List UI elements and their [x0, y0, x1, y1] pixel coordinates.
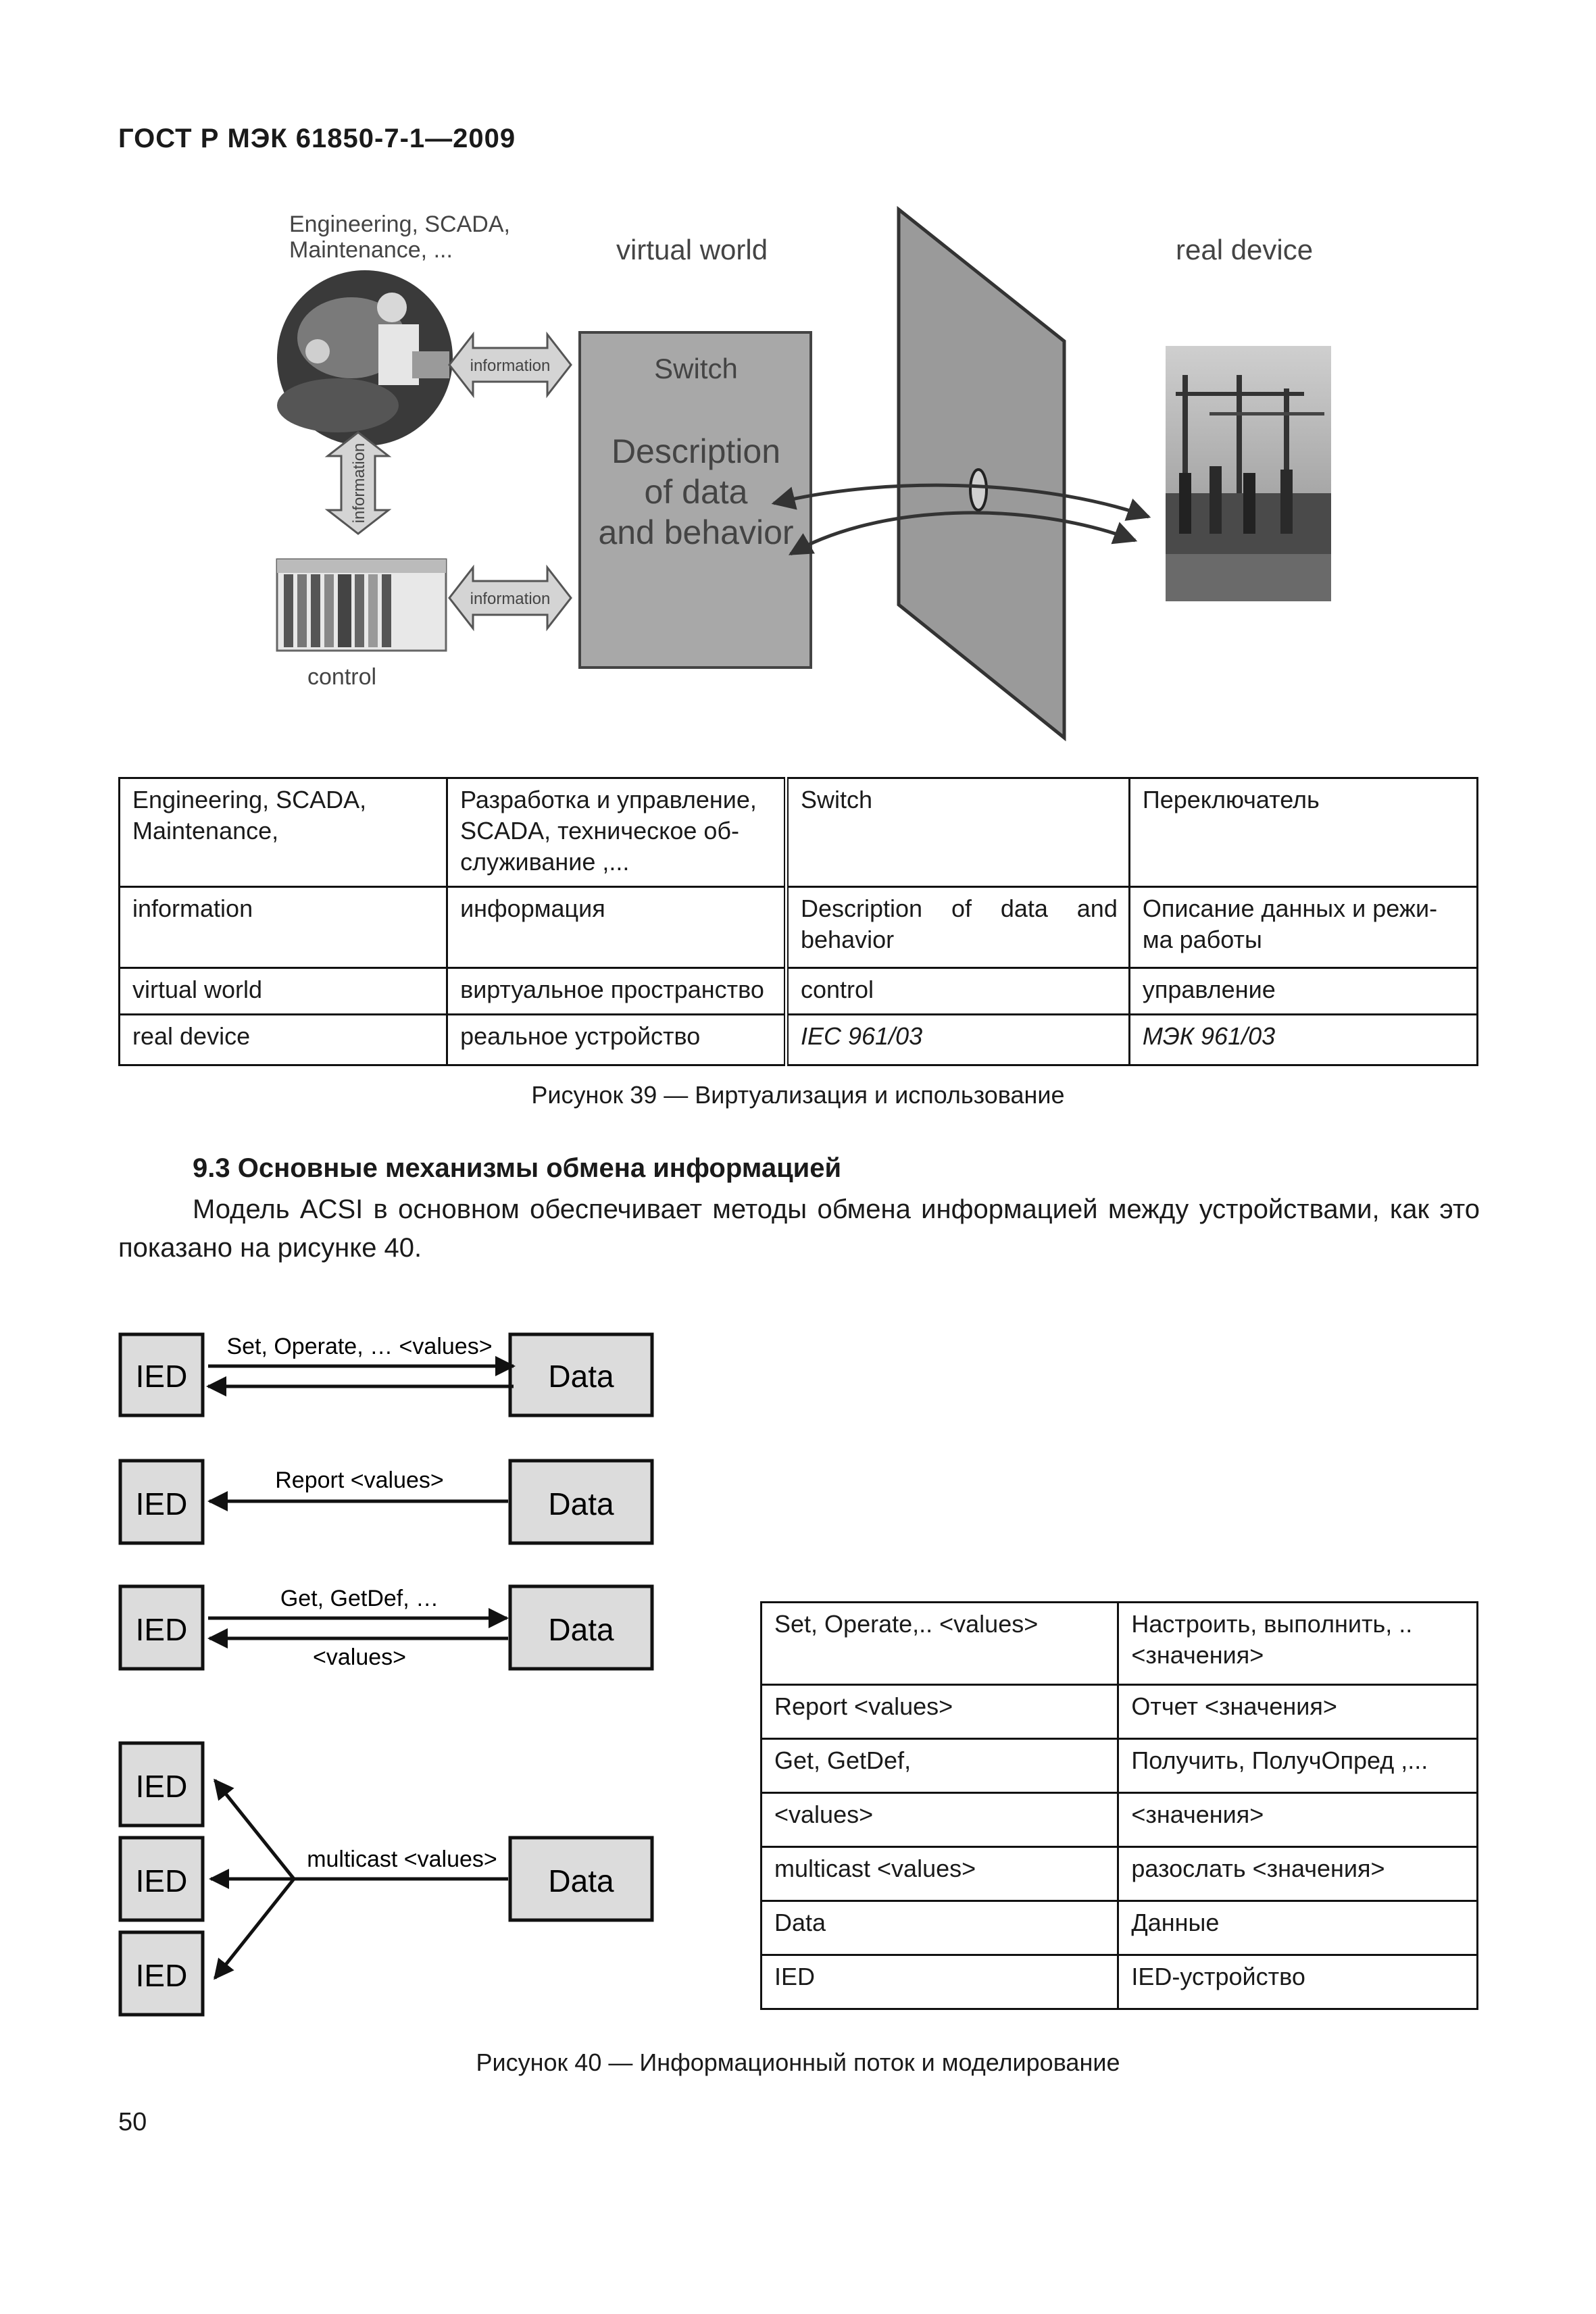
ied-label: IED	[136, 1359, 188, 1394]
figure-39-diagram: Engineering, SCADA, Maintenance, ... vir…	[276, 205, 1331, 742]
table-cell: IEC 961/03	[785, 1013, 1130, 1066]
table-row: IED IED-устройство	[759, 1954, 1478, 2010]
info-arrow-vertical-label: information	[350, 443, 368, 524]
ied-box	[118, 1459, 205, 1545]
table-cell: Description of data and behavior	[785, 886, 1130, 969]
table-cell: Engineering, SCADA, Maintenance,	[118, 777, 449, 888]
real-device-photo	[1166, 346, 1331, 601]
table-cell: multicast <values>	[759, 1846, 1120, 1902]
multicast-arrow-up	[214, 1778, 295, 1880]
table-row: real device реальное устройство IEC 961/…	[118, 1013, 1479, 1066]
connection-arrow-lower	[788, 511, 1138, 556]
table-cell: Получить, ПолучОпред ,...	[1117, 1738, 1478, 1794]
table-row: information информация Description of da…	[118, 886, 1479, 969]
data-label: Data	[548, 1486, 614, 1521]
table-cell: control	[785, 967, 1130, 1015]
table-cell: реальное устройство	[446, 1013, 789, 1066]
table-row: multicast <values> разослать <значения>	[759, 1846, 1478, 1902]
info-arrow-vertical	[324, 431, 392, 535]
table-cell: управление	[1128, 967, 1479, 1015]
data-box	[508, 1584, 654, 1671]
page-number: 50	[118, 2108, 147, 2136]
table-cell: IED-устройство	[1117, 1954, 1478, 2010]
plane-aperture	[969, 468, 988, 511]
section-body: Модель ACSI в основном обеспечивает мето…	[118, 1194, 1480, 1263]
ied-box	[118, 1741, 205, 1828]
figure-39-caption: Рисунок 39 — Виртуализация и использован…	[531, 1081, 1065, 1109]
ied-label: IED	[136, 1612, 188, 1647]
data-label: Data	[548, 1612, 614, 1647]
document-header: ГОСТ Р МЭК 61850-7-1—2009	[118, 124, 516, 153]
multicast-arrow-down	[214, 1878, 295, 1980]
table-cell: разослать <значения>	[1117, 1846, 1478, 1902]
figure-40-glossary: Set, Operate,.. <values> Настроить, выпо…	[759, 1601, 1478, 2010]
table-cell: Report <values>	[759, 1684, 1120, 1740]
table-cell: Разработка и управление, SCADA, техничес…	[446, 777, 789, 888]
ied-label: IED	[136, 1863, 188, 1898]
table-row: virtual world виртуальное пространство c…	[118, 967, 1479, 1015]
info-arrow-bottom-label: information	[470, 590, 551, 608]
ied-box	[118, 1332, 205, 1417]
info-arrow-top-label: information	[470, 357, 551, 375]
table-cell: виртуальное пространство	[446, 967, 789, 1015]
label-control: control	[307, 664, 376, 690]
figure-40-caption: Рисунок 40 — Информационный поток и моде…	[476, 2048, 1120, 2076]
table-cell: Get, GetDef,	[759, 1738, 1120, 1794]
table-row: Set, Operate,.. <values> Настроить, выпо…	[759, 1601, 1478, 1686]
table-cell: IED	[759, 1954, 1120, 2010]
multicast-label: multicast <values>	[307, 1846, 497, 1872]
label-engineering-2: Maintenance, ...	[289, 237, 453, 263]
description-line-2: of data	[645, 473, 748, 511]
table-cell: МЭК 961/03	[1128, 1013, 1479, 1066]
table-row: Engineering, SCADA, Maintenance, Разрабо…	[118, 777, 1479, 888]
ied-label: IED	[136, 1486, 188, 1521]
table-cell: real device	[118, 1013, 449, 1066]
data-box	[508, 1459, 654, 1545]
section-title: 9.3 Основные механизмы обмена информацие…	[193, 1153, 842, 1183]
switch-label: Switch	[654, 353, 738, 384]
engineering-photo	[277, 270, 453, 446]
data-box	[508, 1836, 654, 1922]
set-operate-label: Set, Operate, … <values>	[226, 1334, 492, 1359]
table-cell: Switch	[785, 777, 1130, 888]
table-cell: <values>	[759, 1792, 1120, 1848]
ied-label: IED	[136, 1958, 188, 1993]
figure-39-glossary: Engineering, SCADA, Maintenance, Разрабо…	[118, 777, 1479, 1066]
ied-box	[118, 1930, 205, 2017]
data-label: Data	[548, 1863, 614, 1898]
label-virtual-world: virtual world	[616, 234, 768, 266]
description-line-3: and behavior	[598, 513, 793, 551]
table-cell: Set, Operate,.. <values>	[759, 1601, 1120, 1686]
table-cell: информация	[446, 886, 789, 969]
table-cell: Описание данных и режи-ма работы	[1128, 886, 1479, 969]
data-label: Data	[548, 1359, 614, 1394]
table-cell: Отчет <значения>	[1117, 1684, 1478, 1740]
table-row: Data Данные	[759, 1900, 1478, 1956]
table-row: Get, GetDef, Получить, ПолучОпред ,...	[759, 1738, 1478, 1794]
table-cell: Настроить, выполнить, .. <значения>	[1117, 1601, 1478, 1686]
table-cell: information	[118, 886, 449, 969]
info-arrow-bottom	[448, 564, 572, 632]
figure-40-diagram: IED Data Set, Operate, … <values> IED Da…	[118, 1332, 654, 2017]
values-label: <values>	[313, 1644, 406, 1670]
ied-label: IED	[136, 1769, 188, 1804]
table-row: Report <values> Отчет <значения>	[759, 1684, 1478, 1740]
table-cell: virtual world	[118, 967, 449, 1015]
ied-box	[118, 1836, 205, 1922]
label-real-device: real device	[1176, 234, 1313, 266]
description-line-1: Description	[612, 432, 780, 470]
control-rack-image	[276, 558, 447, 652]
get-label: Get, GetDef, …	[280, 1586, 439, 1611]
table-cell: <значения>	[1117, 1792, 1478, 1848]
table-cell: Data	[759, 1900, 1120, 1956]
report-label: Report <values>	[275, 1467, 444, 1493]
info-arrow-top	[448, 331, 572, 399]
table-row: <values> <значения>	[759, 1792, 1478, 1848]
table-cell: Переключатель	[1128, 777, 1479, 888]
connection-arrow-upper	[771, 483, 1151, 521]
label-engineering-1: Engineering, SCADA,	[289, 211, 510, 237]
table-cell: Данные	[1117, 1900, 1478, 1956]
ied-box	[118, 1584, 205, 1671]
